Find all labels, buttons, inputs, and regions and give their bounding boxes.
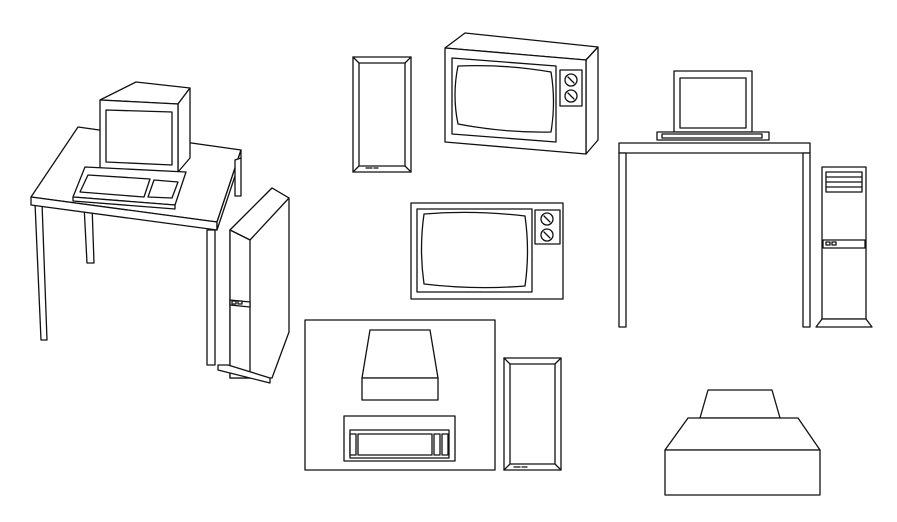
framed-devices-panel xyxy=(304,319,496,471)
crt-television-large xyxy=(444,32,599,155)
crt-monitor xyxy=(99,81,191,173)
printer xyxy=(664,389,821,496)
tower-case xyxy=(217,187,290,384)
drive-unit xyxy=(361,329,439,401)
player-unit xyxy=(343,415,456,462)
laptop-on-desk-with-tower xyxy=(618,70,873,328)
tower-case xyxy=(815,166,873,328)
slim-tower-case-small xyxy=(503,357,562,471)
keyboard xyxy=(72,166,187,210)
crt-television-small xyxy=(410,202,564,300)
desktop-computer-on-desk xyxy=(30,81,290,384)
laptop xyxy=(656,70,770,141)
slim-tower-case xyxy=(352,56,412,173)
